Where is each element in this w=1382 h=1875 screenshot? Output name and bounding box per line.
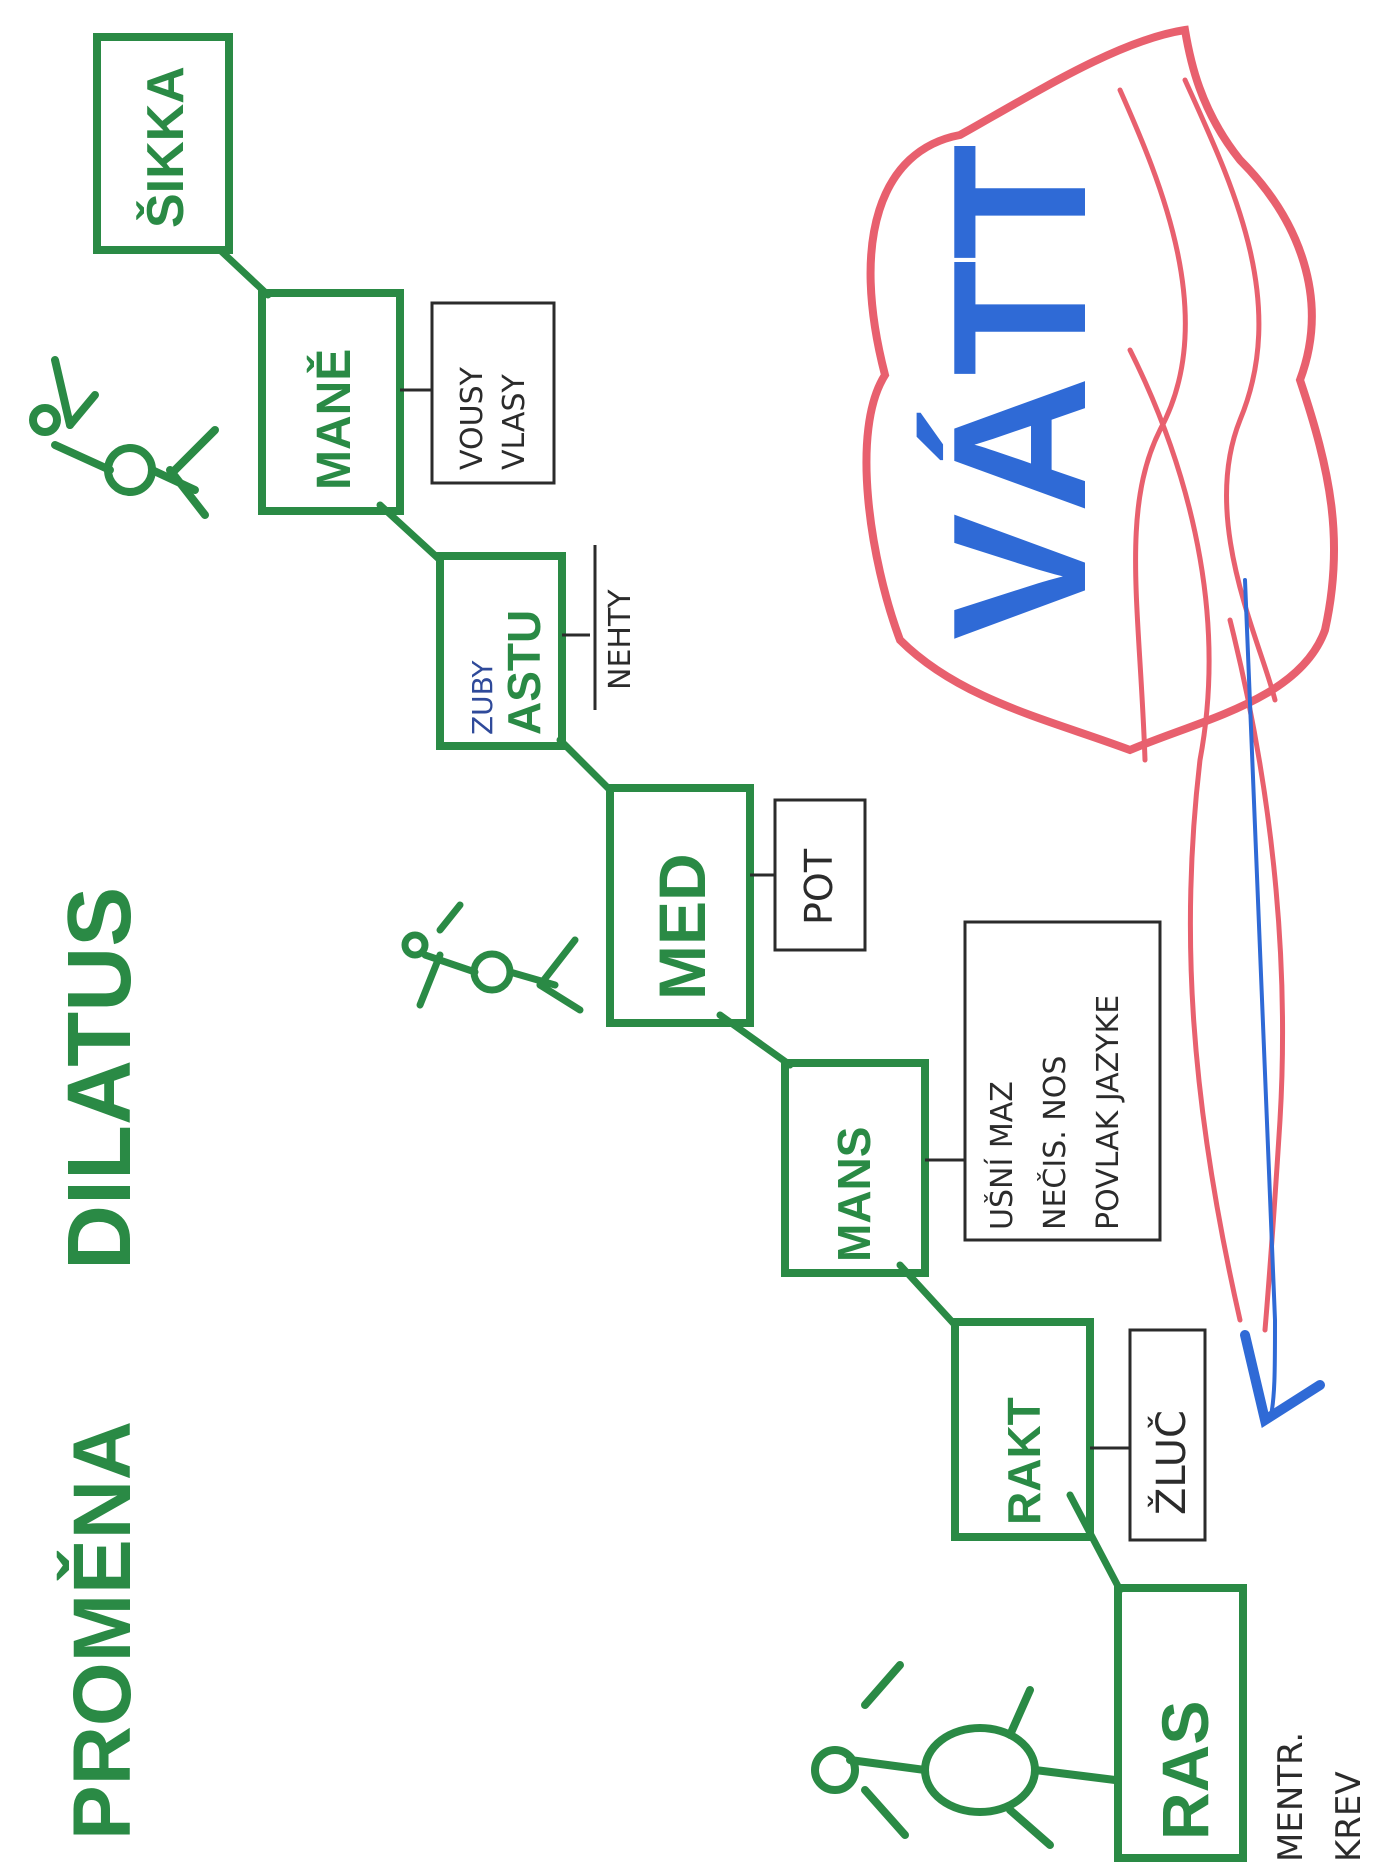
box-sikka: ŠIKKA bbox=[93, 33, 233, 254]
box-sikka-label: ŠIKKA bbox=[136, 66, 195, 228]
box-astu-note: ZUBY bbox=[466, 660, 499, 735]
note-med-label: POT bbox=[797, 848, 841, 925]
note-astu-label: NEHTY bbox=[603, 589, 638, 690]
box-rakt: RAKT bbox=[951, 1318, 1094, 1541]
box-mans: MANS bbox=[781, 1059, 929, 1277]
box-mane: MANĚ bbox=[258, 289, 404, 515]
title-dilatus: DILATUS bbox=[50, 887, 150, 1270]
box-ras: RAS bbox=[1114, 1584, 1247, 1862]
note-ras-line2: KREV bbox=[1329, 1771, 1369, 1862]
box-rakt-label: RAKT bbox=[998, 1397, 1050, 1525]
note-astu: NEHTY bbox=[562, 545, 638, 710]
note-mane-line2: VLASY bbox=[497, 374, 532, 470]
box-astu-label: ASTU bbox=[498, 610, 550, 735]
note-ras: MENTR. KREV bbox=[1271, 1732, 1369, 1862]
box-mans-label: MANS bbox=[828, 1127, 880, 1262]
note-mane-line1: VOUSY bbox=[455, 366, 490, 470]
note-mans-line2: NEČIS. NOS bbox=[1036, 1056, 1073, 1230]
box-mane-label: MANĚ bbox=[306, 349, 361, 490]
stick-figure-icon bbox=[29, 356, 219, 519]
stick-figure-icon bbox=[811, 1661, 1119, 1849]
box-ras-label: RAS bbox=[1148, 1701, 1222, 1840]
box-astu: ZUBY ASTU bbox=[436, 552, 566, 750]
note-mane: VOUSY VLASY bbox=[400, 301, 556, 485]
note-mans-line3: POVLAK JAZYKE bbox=[1091, 995, 1126, 1230]
stick-figure-icon bbox=[401, 901, 584, 1014]
note-med: POT bbox=[750, 798, 867, 952]
note-rakt: ŽLUČ bbox=[1090, 1328, 1207, 1542]
title-promena: PROMĚNA bbox=[56, 1421, 148, 1840]
box-med: MED bbox=[606, 784, 754, 1027]
return-arrow-icon bbox=[1240, 578, 1325, 1428]
note-rakt-label: ŽLUČ bbox=[1147, 1410, 1195, 1515]
note-ras-line1: MENTR. bbox=[1271, 1732, 1311, 1862]
note-mans: UŠNÍ MAZ NEČIS. NOS POVLAK JAZYKE bbox=[925, 920, 1162, 1242]
note-mans-line1: UŠNÍ MAZ bbox=[983, 1081, 1020, 1230]
cloud-icon bbox=[862, 25, 1339, 1333]
cycle-label: VÁTT bbox=[914, 144, 1126, 640]
box-med-label: MED bbox=[645, 853, 719, 1000]
